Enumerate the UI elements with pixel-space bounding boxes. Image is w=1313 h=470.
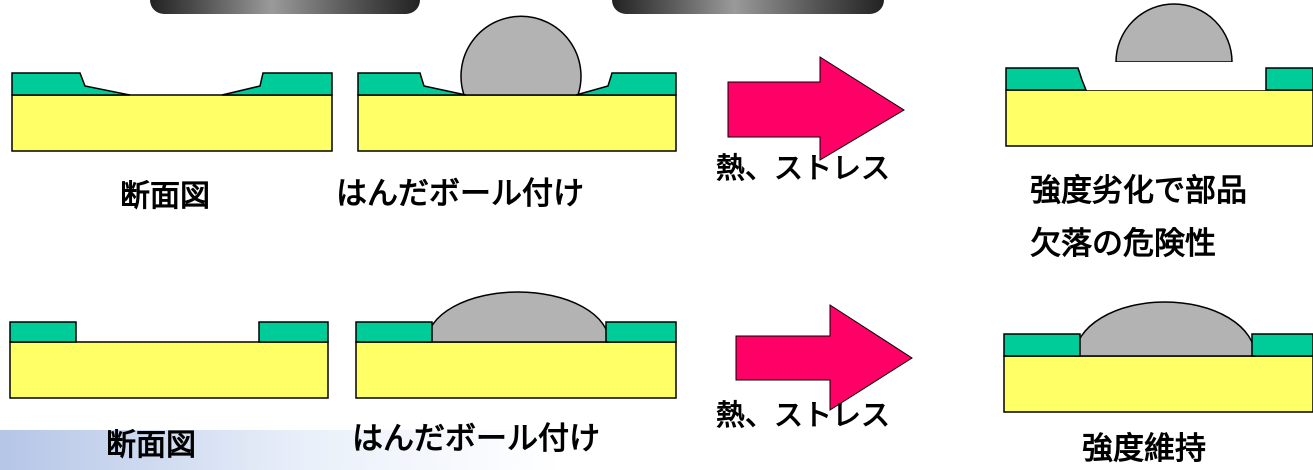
solder-mask-pad-right — [575, 72, 677, 96]
top-ball-attach — [357, 15, 677, 152]
solder-ball — [426, 291, 610, 343]
bottom-result — [1003, 301, 1313, 413]
solder-ball — [1074, 301, 1256, 357]
substrate — [357, 94, 677, 152]
solder-mask-pad-left — [11, 72, 131, 96]
solder-mask-pad-left — [1003, 333, 1081, 357]
bottom-result-label: 強度維持 — [1082, 431, 1206, 467]
solder-mask-pad-right — [1251, 333, 1313, 357]
detached-solder-ball — [1115, 3, 1233, 63]
top-stress-label: 熱、ストレス — [716, 151, 891, 185]
substrate — [355, 341, 677, 399]
bottom-arrow-icon — [735, 304, 913, 411]
solder-ball — [460, 15, 582, 96]
bottom-ball-attach-label: はんだボール付け — [352, 421, 600, 457]
top-result-line1: 強度劣化で部品 — [1030, 173, 1247, 209]
solder-mask-pad-left — [355, 321, 433, 343]
top-left-photo-strip — [150, 0, 420, 14]
top-right-photo-strip — [612, 0, 884, 14]
solder-mask-pad-left — [1005, 67, 1088, 91]
solder-mask-pad-right — [221, 72, 333, 96]
solder-mask-pad-left — [9, 321, 77, 343]
substrate — [1005, 89, 1313, 147]
substrate — [11, 94, 333, 152]
solder-mask-pad-left — [357, 72, 467, 96]
bottom-ball-attach — [355, 291, 677, 399]
solder-mask-pad-right — [605, 321, 677, 343]
solder-mask-pad-right — [1265, 67, 1313, 91]
top-cross-section-label: 断面図 — [120, 179, 210, 214]
solder-mask-pad-right — [258, 321, 329, 343]
bottom-stress-label: 熱、ストレス — [716, 398, 891, 432]
bottom-cross-section — [9, 321, 329, 399]
background-glow — [0, 430, 560, 470]
bottom-cross-section-label: 断面図 — [106, 428, 196, 463]
separation-gap — [1086, 62, 1266, 90]
top-ball-attach-label: はんだボール付け — [336, 176, 584, 212]
top-result — [1005, 3, 1313, 147]
top-arrow-icon — [727, 56, 905, 161]
top-result-line2: 欠落の危険性 — [1030, 226, 1216, 262]
substrate — [9, 341, 329, 399]
substrate — [1003, 355, 1313, 413]
top-cross-section — [11, 72, 333, 152]
